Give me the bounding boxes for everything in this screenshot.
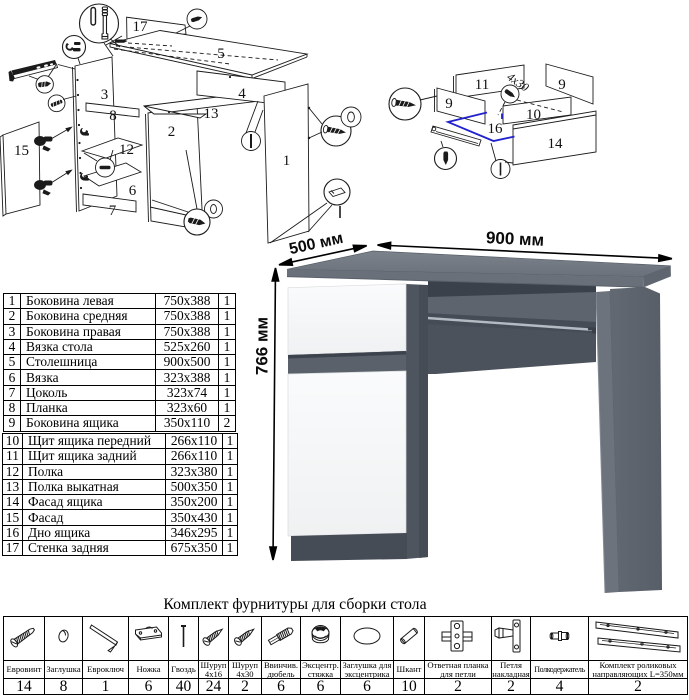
svg-text:11: 11 xyxy=(475,77,489,93)
svg-text:2: 2 xyxy=(168,124,176,140)
svg-text:16: 16 xyxy=(488,121,504,137)
svg-text:1: 1 xyxy=(283,153,291,169)
svg-text:10: 10 xyxy=(526,107,541,123)
svg-text:14: 14 xyxy=(548,136,564,152)
svg-text:9: 9 xyxy=(558,77,566,93)
svg-text:5: 5 xyxy=(217,46,225,62)
svg-text:7: 7 xyxy=(109,203,117,219)
svg-text:13: 13 xyxy=(204,106,219,122)
svg-text:17: 17 xyxy=(133,19,149,35)
svg-text:8: 8 xyxy=(109,108,117,124)
svg-text:4: 4 xyxy=(238,86,246,102)
svg-text:766 мм: 766 мм xyxy=(253,317,272,375)
svg-text:900 мм: 900 мм xyxy=(486,228,545,250)
svg-text:9: 9 xyxy=(445,96,453,112)
svg-text:6: 6 xyxy=(129,183,137,199)
svg-text:12: 12 xyxy=(119,142,134,158)
svg-text:3: 3 xyxy=(101,87,109,103)
svg-text:15: 15 xyxy=(14,143,29,159)
